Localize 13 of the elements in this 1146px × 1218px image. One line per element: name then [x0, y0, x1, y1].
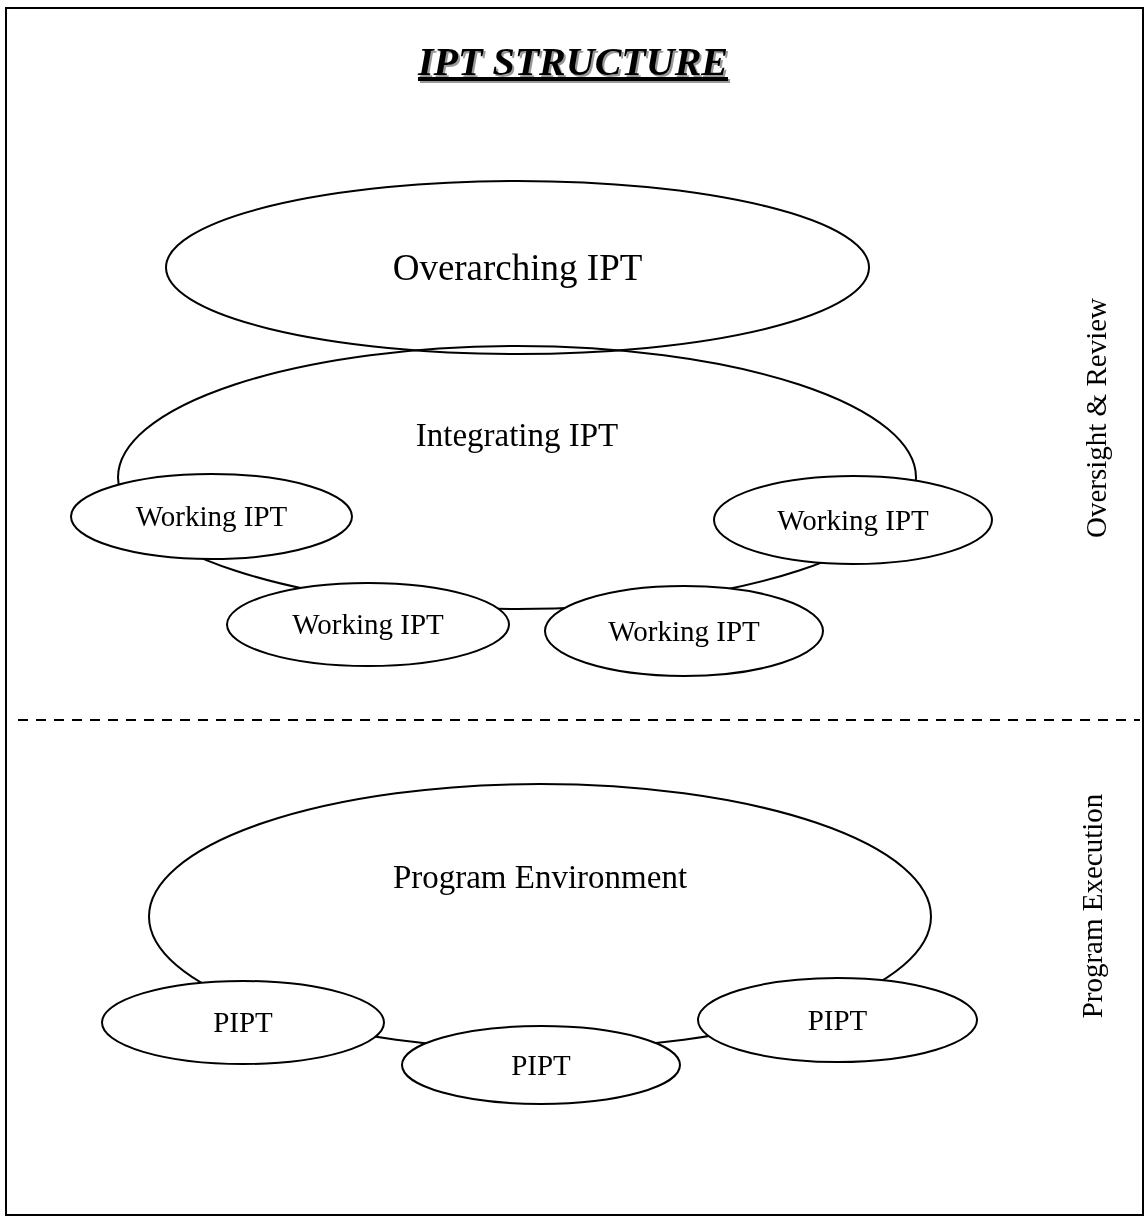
- team-label: PIPT: [213, 1006, 273, 1039]
- team-label: PIPT: [807, 1003, 868, 1037]
- diagram-title: IPT STRUCTURE: [417, 39, 728, 84]
- section-label: Program Execution: [1075, 793, 1109, 1019]
- team-label: Working IPT: [777, 503, 929, 537]
- team-label: Working IPT: [608, 614, 760, 648]
- team-label: PIPT: [511, 1048, 571, 1082]
- team-label: Working IPT: [135, 500, 288, 533]
- team-label: Overarching IPT: [392, 246, 643, 289]
- team-label: Program Environment: [392, 859, 688, 896]
- team-label: Integrating IPT: [415, 417, 619, 454]
- team-label: Working IPT: [292, 608, 444, 641]
- section-label: Oversight & Review: [1079, 298, 1113, 538]
